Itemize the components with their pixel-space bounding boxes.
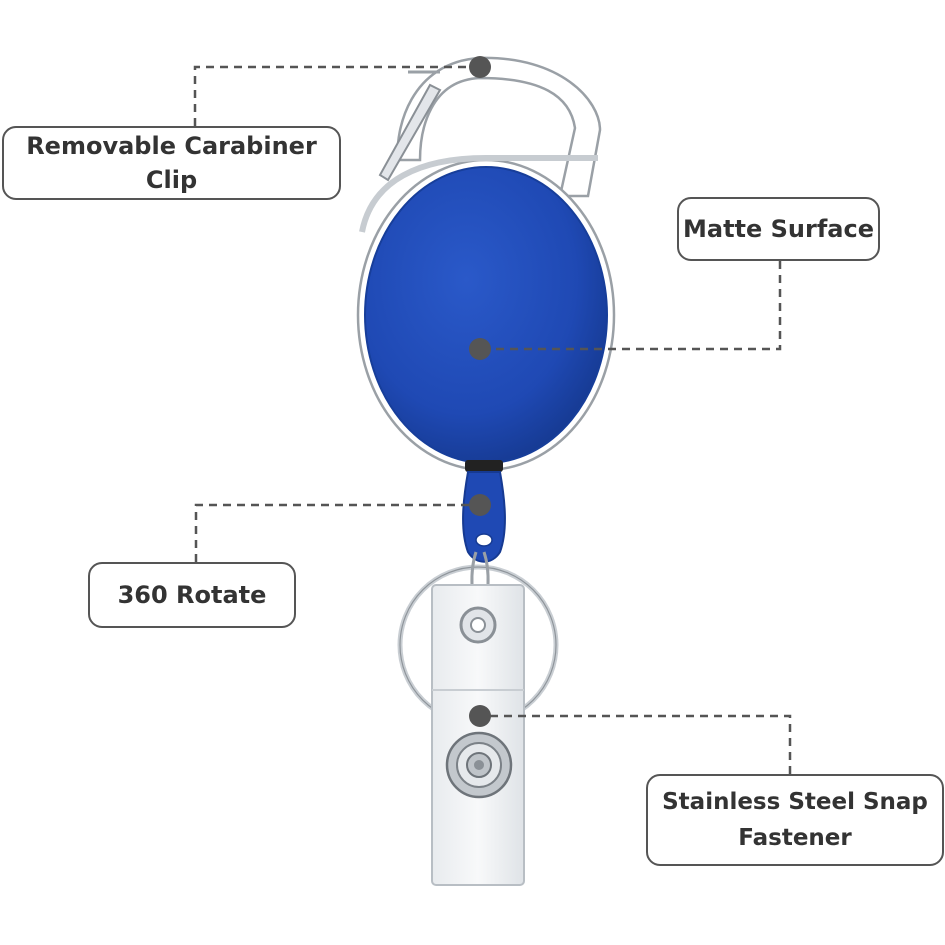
snap-dot (469, 705, 491, 727)
stainless-steel-snap (445, 731, 513, 799)
callout-snap-label-line2: Fastener (738, 825, 852, 851)
matte-surface-dot (469, 338, 491, 360)
reel-matte-surface (364, 166, 608, 464)
callout-carabiner-label: Removable Carabiner Clip (26, 132, 317, 194)
rotate-dot (469, 494, 491, 516)
carabiner-clip (378, 56, 602, 198)
callout-carabiner-clip: Removable Carabiner Clip (2, 126, 341, 200)
swivel-connector (462, 460, 506, 563)
callout-matte-surface: Matte Surface (677, 197, 880, 261)
callout-rotate-label: 360 Rotate (117, 581, 267, 609)
carabiner-dot (469, 56, 491, 78)
leader-lines (193, 65, 792, 774)
callout-snap-fastener: Stainless Steel Snap Fastener (646, 774, 944, 866)
callout-snap-label-line1: Stainless Steel Snap (662, 789, 928, 815)
callout-360-rotate: 360 Rotate (88, 562, 296, 628)
callout-matte-label: Matte Surface (682, 215, 874, 243)
